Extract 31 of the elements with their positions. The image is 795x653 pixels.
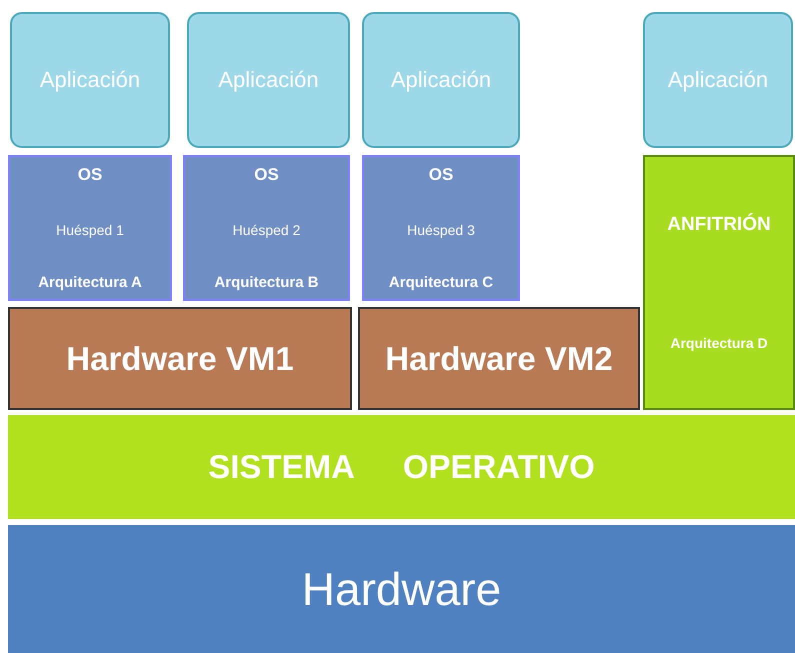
os-label: OS [428, 165, 454, 185]
guest-os-box [8, 155, 172, 301]
application-label: Aplicación [40, 67, 140, 93]
application-label: Aplicación [668, 67, 768, 93]
guest-label: Huésped 2 [232, 222, 300, 238]
architecture-label: Arquitectura C [388, 274, 494, 291]
virtual-hardware-label: Hardware VM1 [66, 340, 294, 378]
os-label: OS [78, 165, 102, 185]
operating-system-label: SISTEMA OPERATIVO [208, 448, 595, 486]
application-box [643, 12, 793, 148]
hardware-layer [8, 525, 795, 653]
application-box [362, 12, 520, 148]
host-box [643, 155, 795, 410]
virtual-hardware-label: Hardware VM2 [385, 340, 613, 378]
guest-os-box [183, 155, 350, 301]
guest-label: Huésped 1 [56, 222, 124, 238]
guest-label: Huésped 3 [407, 222, 475, 238]
host-label: ANFITRIÓN [667, 214, 771, 236]
architecture-label: Arquitectura B [214, 274, 319, 291]
architecture-label: Arquitectura D [670, 334, 768, 351]
application-box [187, 12, 350, 148]
virtual-hardware-box [358, 307, 640, 410]
virtual-hardware-box [8, 307, 352, 410]
os-label: OS [254, 165, 279, 185]
application-box [10, 12, 170, 148]
operating-system-layer [8, 415, 795, 519]
architecture-label: Arquitectura A [38, 274, 142, 291]
guest-os-box [362, 155, 520, 301]
application-label: Aplicación [218, 67, 319, 93]
application-label: Aplicación [390, 67, 492, 93]
hardware-label: Hardware [302, 562, 502, 616]
